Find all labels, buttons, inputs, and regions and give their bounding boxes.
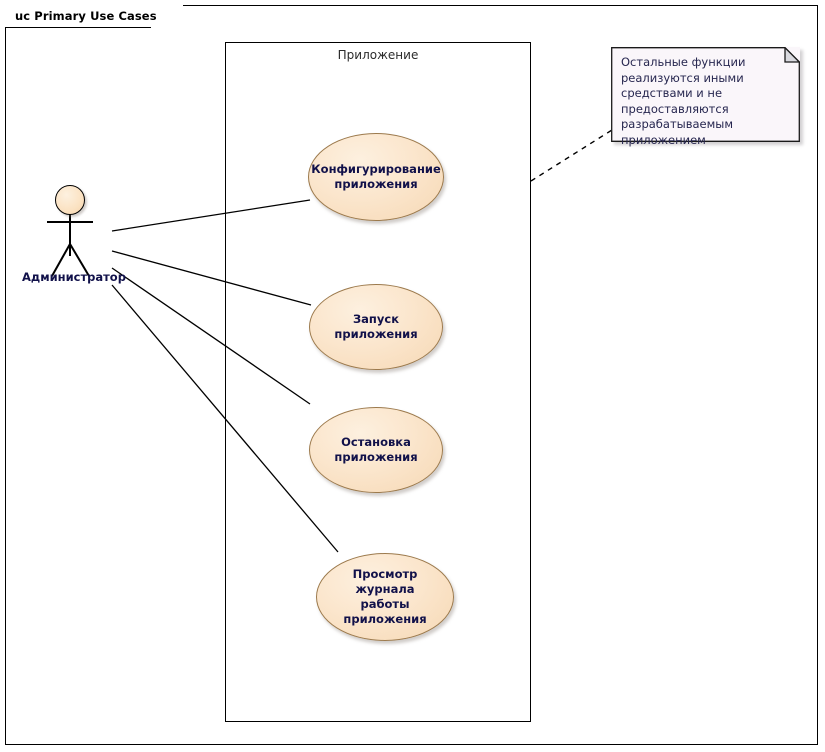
use-case-label: Просмотр журнала работы приложения [343,567,427,626]
frame-title-label: uc Primary Use Cases [15,9,157,23]
use-case-label: Конфигурирование приложения [311,162,441,191]
system-boundary-label: Приложение [337,48,419,62]
note-text: Остальные функции реализуются иными сред… [621,55,746,147]
note-box[interactable]: Остальные функции реализуются иными сред… [611,47,800,147]
actor-label[interactable]: Администратор [22,270,126,284]
use-case-stop[interactable]: Остановка приложения [309,407,443,493]
diagram-frame [5,5,818,745]
use-case-configure[interactable]: Конфигурирование приложения [308,133,444,221]
use-case-view-log[interactable]: Просмотр журнала работы приложения [316,553,454,641]
frame-title-tab: uc Primary Use Cases [5,5,183,27]
actor-head-icon [55,185,85,215]
use-case-label: Остановка приложения [334,435,418,464]
use-case-label: Запуск приложения [334,312,418,341]
use-case-start[interactable]: Запуск приложения [309,284,443,370]
